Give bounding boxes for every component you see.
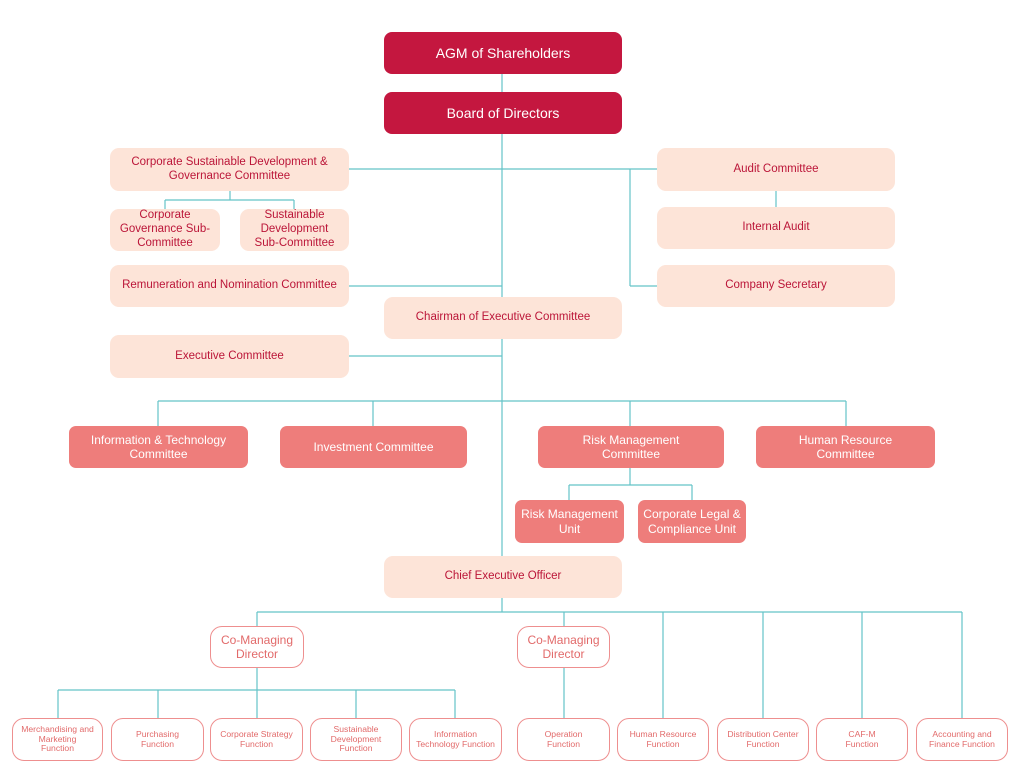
risk-unit-box: Risk Management Unit [515, 500, 624, 543]
chairman-exec-box: Chairman of Executive Committee [384, 297, 622, 339]
strategy-function-box: Corporate Strategy Function [210, 718, 303, 761]
exec-committee-box: Executive Committee [110, 335, 349, 378]
audit-committee-box: Audit Committee [657, 148, 895, 191]
company-secretary-box: Company Secretary [657, 265, 895, 307]
hr-committee-box: Human Resource Committee [756, 426, 935, 468]
cg-subcommittee-box: Corporate Governance Sub-Committee [110, 209, 220, 251]
merchandising-function-box: Merchandising and Marketing Function [12, 718, 103, 761]
csdg-committee-box: Corporate Sustainable Development & Gove… [110, 148, 349, 191]
co-md-2-box: Co-Managing Director [517, 626, 610, 668]
ceo-box: Chief Executive Officer [384, 556, 622, 598]
hr-function-box: Human Resource Function [617, 718, 709, 761]
it-committee-box: Information & Technology Committee [69, 426, 248, 468]
purchasing-function-box: Purchasing Function [111, 718, 204, 761]
risk-committee-box: Risk Management Committee [538, 426, 724, 468]
it-function-box: Information Technology Function [409, 718, 502, 761]
board-box: Board of Directors [384, 92, 622, 134]
cafm-function-box: CAF-M Function [816, 718, 908, 761]
sd-subcommittee-box: Sustainable Development Sub-Committee [240, 209, 349, 251]
investment-committee-box: Investment Committee [280, 426, 467, 468]
sustainable-function-box: Sustainable Development Function [310, 718, 402, 761]
legal-unit-box: Corporate Legal & Compliance Unit [638, 500, 746, 543]
remuneration-committee-box: Remuneration and Nomination Committee [110, 265, 349, 307]
operation-function-box: Operation Function [517, 718, 610, 761]
co-md-1-box: Co-Managing Director [210, 626, 304, 668]
dc-function-box: Distribution Center Function [717, 718, 809, 761]
internal-audit-box: Internal Audit [657, 207, 895, 249]
agm-box: AGM of Shareholders [384, 32, 622, 74]
accounting-function-box: Accounting and Finance Function [916, 718, 1008, 761]
